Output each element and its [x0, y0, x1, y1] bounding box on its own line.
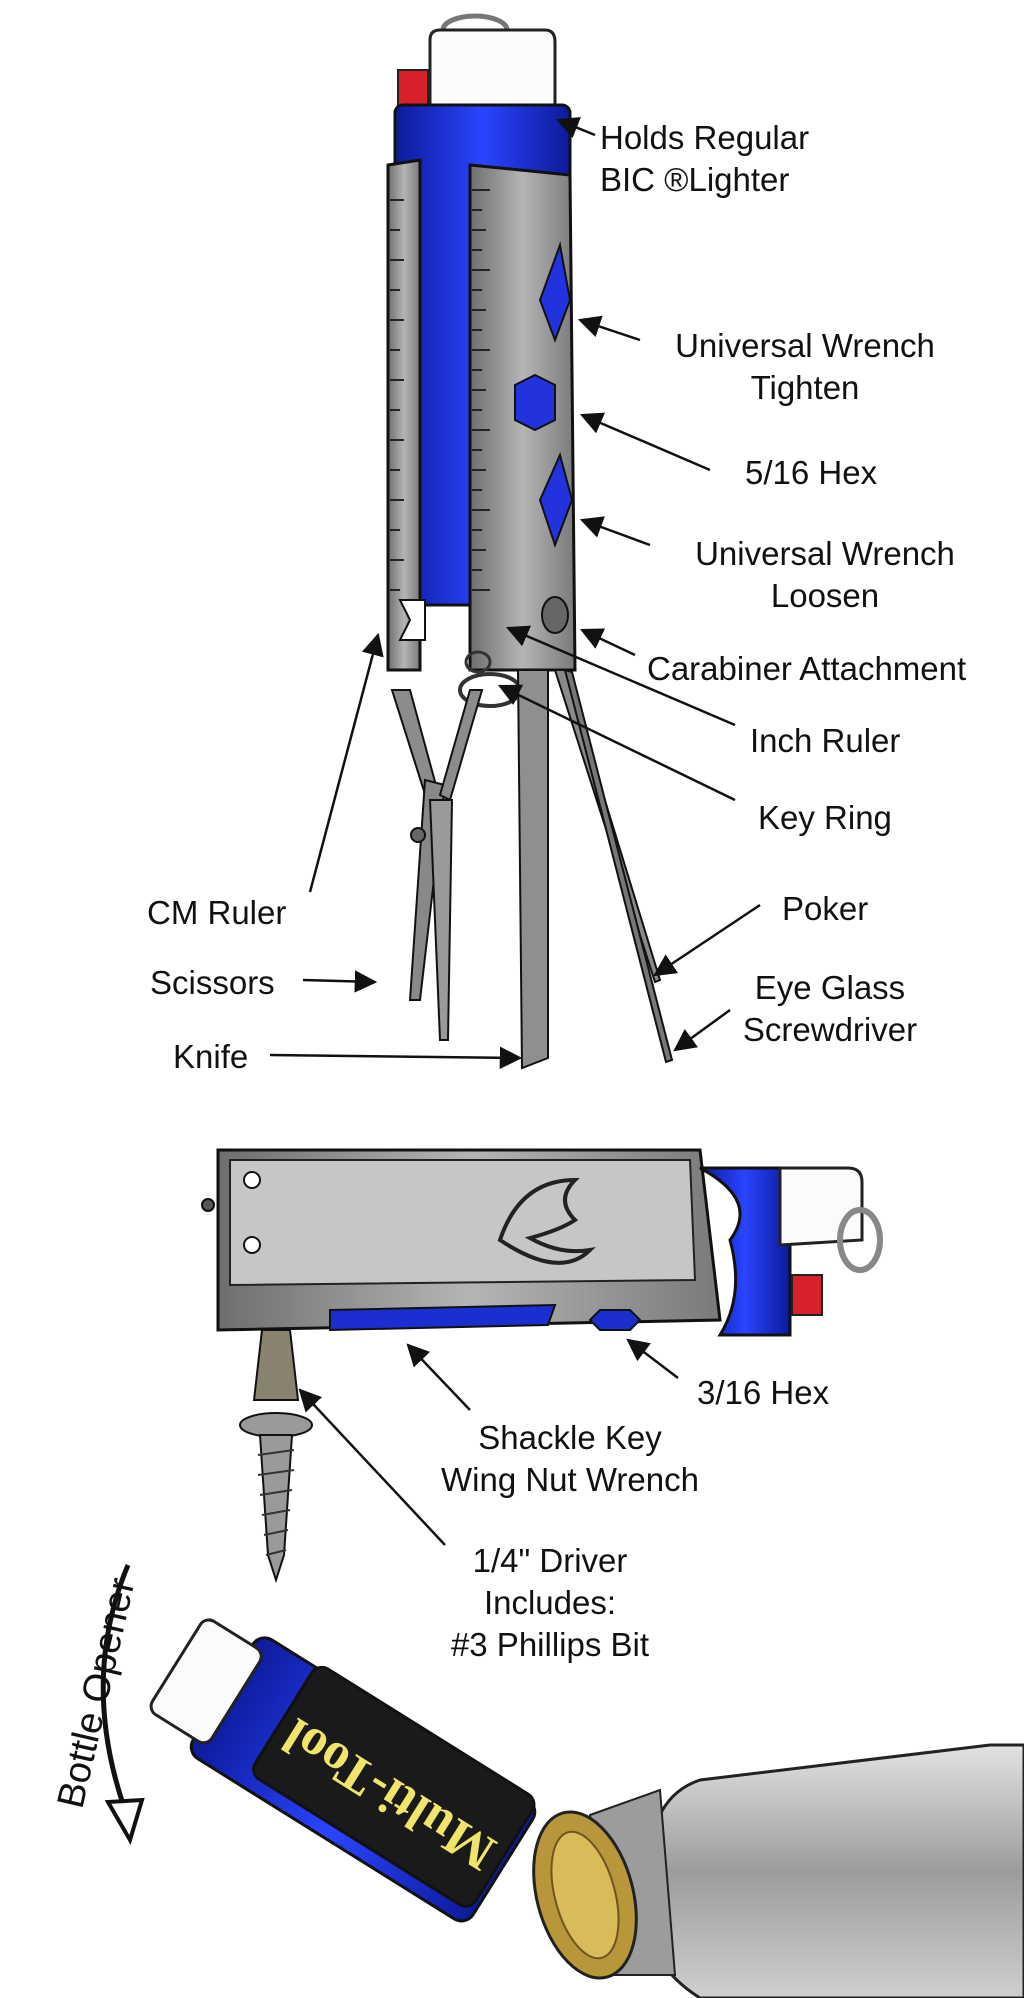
label-driver-line1: 1/4" Driver	[472, 1542, 628, 1579]
arrow-wrench-tighten	[577, 315, 641, 342]
label-eyeglass-line2: Screwdriver	[742, 1011, 918, 1048]
label-inch-ruler: Inch Ruler	[750, 722, 901, 759]
label-lighter-line1: Holds Regular	[600, 119, 810, 156]
label-poker: Poker	[782, 890, 869, 927]
arrow-hex-5-16	[579, 412, 711, 472]
label-carabiner: Carabiner Attachment	[647, 650, 967, 687]
bottle-opener-illustration: Multi-Tool Bottle Opener	[50, 1564, 1024, 1998]
arrow-shackle	[406, 1343, 471, 1411]
label-scissors: Scissors	[150, 964, 275, 1001]
label-eyeglass-line1: Eye Glass	[754, 969, 906, 1006]
label-shackle-line2: Wing Nut Wrench	[441, 1461, 699, 1498]
arrow-driver	[298, 1388, 446, 1546]
arrow-inch-ruler	[505, 625, 736, 727]
arrow-wrench-loosen	[579, 516, 651, 547]
label-shackle-line1: Shackle Key	[478, 1419, 662, 1456]
arrow-lighter	[555, 117, 596, 139]
arrow-hex-3-16	[626, 1338, 679, 1379]
arrow-cm-ruler	[308, 632, 384, 893]
arrow-carabiner	[579, 628, 636, 657]
vertical-tool-illustration	[386, 13, 674, 1070]
label-wrench-tighten-line1: Universal Wrench	[675, 327, 935, 364]
label-wrench-tighten-line2: Tighten	[750, 369, 860, 406]
label-key-ring: Key Ring	[758, 799, 892, 836]
label-wrench-loosen-line1: Universal Wrench	[695, 535, 955, 572]
leader-arrows	[269, 117, 761, 1546]
label-hex-5-16: 5/16 Hex	[745, 454, 878, 491]
label-driver-line3: #3 Phillips Bit	[450, 1626, 650, 1663]
horizontal-tool-illustration	[201, 1148, 883, 1584]
label-driver-line2: Includes:	[483, 1584, 617, 1621]
label-hex-3-16: 3/16 Hex	[697, 1374, 830, 1411]
label-cm-ruler: CM Ruler	[147, 894, 287, 931]
arrow-knife	[269, 1046, 523, 1070]
arrow-poker	[653, 903, 761, 977]
arrow-eyeglass	[673, 1008, 731, 1052]
label-wrench-loosen-line2: Loosen	[770, 577, 880, 614]
label-bottle-opener: Bottle Opener	[50, 1574, 144, 1812]
label-knife: Knife	[173, 1038, 249, 1075]
arrow-scissors	[302, 970, 378, 993]
label-lighter-line2: BIC ®Lighter	[600, 161, 790, 198]
arrow-key-ring	[497, 684, 736, 802]
